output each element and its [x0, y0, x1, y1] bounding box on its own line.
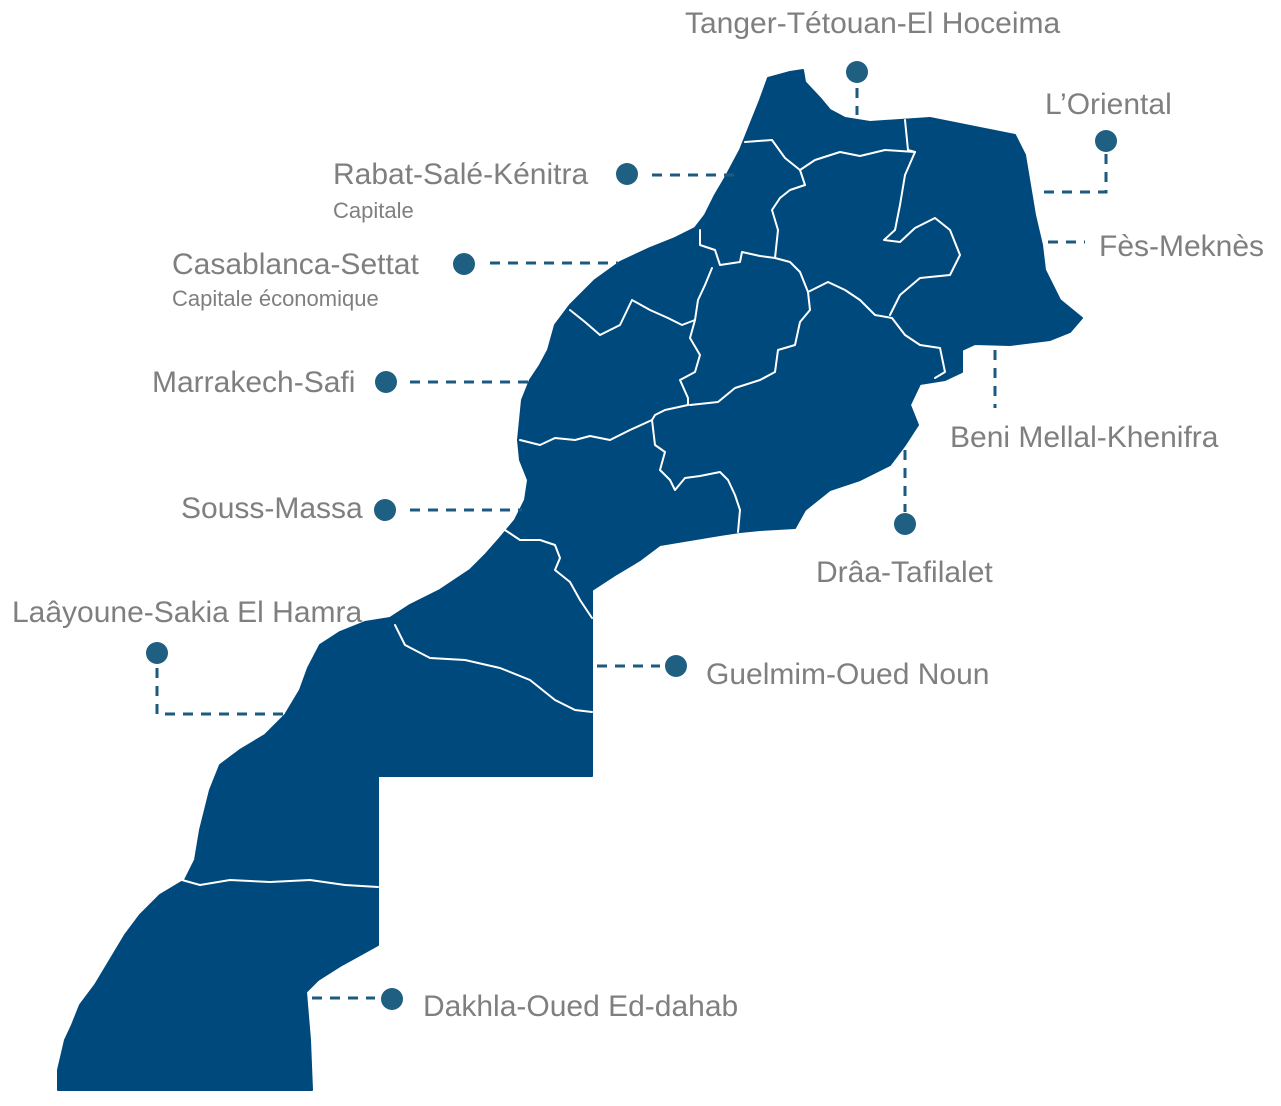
- label-oriental: L’Oriental: [1045, 88, 1172, 121]
- marker-draa[interactable]: [894, 513, 916, 535]
- leader-laayoune: [155, 668, 285, 716]
- marker-casablanca[interactable]: [453, 253, 475, 275]
- marker-rabat[interactable]: [616, 163, 638, 185]
- label-guelmim: Guelmim-Oued Noun: [706, 658, 989, 691]
- morocco-country-shape: [57, 69, 1083, 1091]
- label-tanger: Tanger-Tétouan-El Hoceima: [685, 7, 1060, 40]
- region-markers: [146, 61, 1117, 1010]
- label-draa: Drâa-Tafilalet: [816, 556, 993, 589]
- label-casablanca: Casablanca-Settat: [172, 248, 419, 281]
- marker-laayoune[interactable]: [146, 642, 168, 664]
- label-souss: Souss-Massa: [181, 492, 363, 525]
- sublabel-casablanca: Capitale économique: [172, 286, 379, 311]
- marker-souss[interactable]: [374, 499, 396, 521]
- region-labels: Tanger-Tétouan-El Hoceima L’Oriental Rab…: [12, 7, 1264, 1023]
- leader-oriental: [1040, 154, 1108, 194]
- label-fes: Fès-Meknès: [1099, 230, 1264, 263]
- label-dakhla: Dakhla-Oued Ed-dahab: [423, 990, 738, 1023]
- marker-oriental[interactable]: [1095, 130, 1117, 152]
- label-marrakech: Marrakech-Safi: [152, 366, 355, 399]
- label-laayoune: Laâyoune-Sakia El Hamra: [12, 596, 363, 629]
- marker-tanger[interactable]: [846, 61, 868, 83]
- marker-guelmim[interactable]: [665, 655, 687, 677]
- region-borders: [181, 119, 961, 888]
- sublabel-rabat: Capitale: [333, 198, 414, 223]
- label-rabat: Rabat-Salé-Kénitra: [333, 158, 588, 191]
- marker-marrakech[interactable]: [375, 371, 397, 393]
- leader-lines: [155, 88, 1108, 1000]
- marker-dakhla[interactable]: [381, 988, 403, 1010]
- label-beni-mellal: Beni Mellal-Khenifra: [950, 421, 1219, 454]
